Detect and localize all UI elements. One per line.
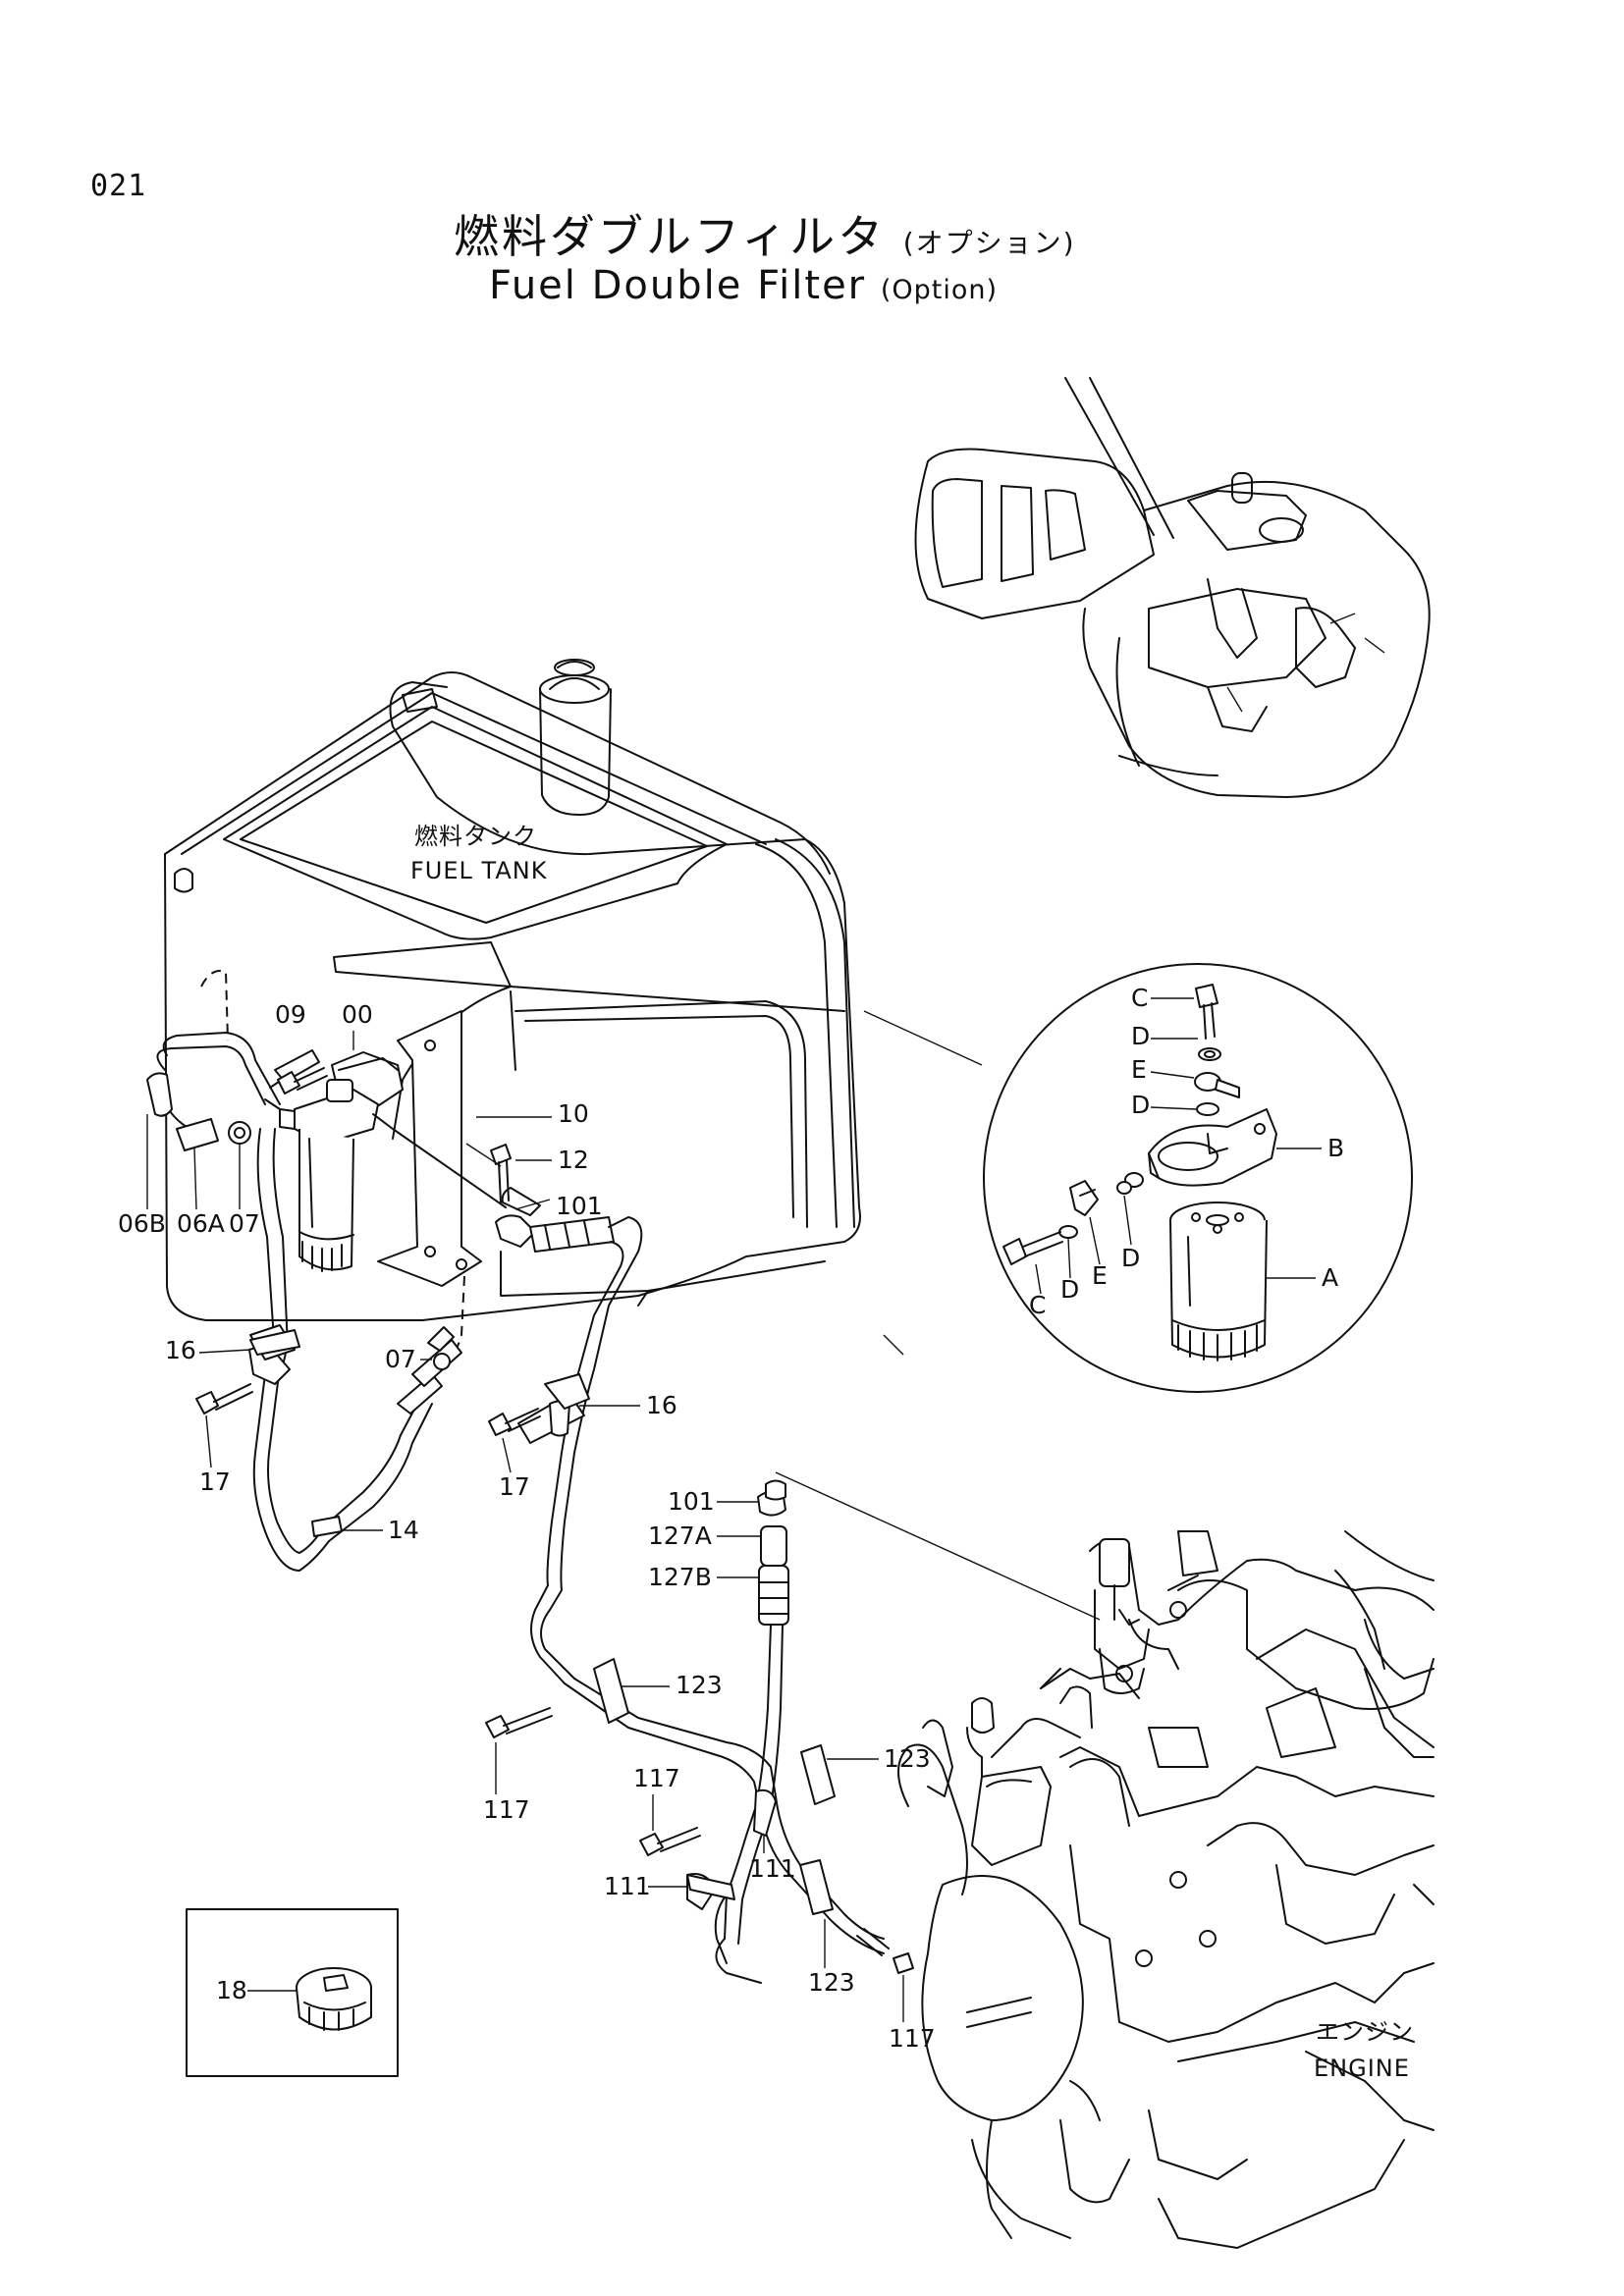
fuel-tank-label-en: FUEL TANK [410,857,548,884]
fuel-tank-label-jp: 燃料タンク [414,823,537,850]
title-jp-text: 燃料ダブルフィルタ [454,210,887,263]
callout-117-center-top: 117 [633,1764,680,1792]
bolt-117-center [639,1827,701,1856]
callout-17-left: 17 [199,1468,231,1496]
callout-14: 14 [388,1516,419,1544]
detail-callout-B: B [1327,1134,1344,1162]
part-callouts: 09 00 10 12 101 06B 06A 07 16 07 17 17 1… [118,1000,936,2053]
callout-111-left: 111 [604,1872,651,1900]
bolt-117-left [485,1707,553,1738]
callout-101-upper: 101 [556,1192,603,1220]
callout-123-upper: 123 [676,1671,723,1699]
fuel-hoses [146,1032,885,1984]
callout-16-right: 16 [646,1391,677,1419]
engine-illustration [897,1530,1435,2249]
callout-10: 10 [558,1099,589,1128]
excavator-overview-illustration [914,377,1431,798]
detail-callout-D-3: D [1121,1244,1140,1272]
bolt-09 [277,1067,328,1095]
title-jp-suffix: (オプション) [902,227,1076,259]
detail-callout-E-lower: E [1092,1261,1108,1290]
detail-callout-C-top: C [1131,984,1148,1012]
detail-callout-D-4: D [1060,1275,1079,1304]
bolt-17-left [195,1383,253,1415]
callout-127B: 127B [648,1563,712,1591]
callout-16-left: 16 [165,1336,196,1364]
callout-00: 00 [342,1000,373,1029]
inset-box-part-18 [186,1908,399,2077]
callout-06B: 06B [118,1209,166,1238]
callout-111-center: 111 [749,1854,796,1883]
page-number: 021 [90,169,147,203]
page-title-japanese: 燃料ダブルフィルタ (オプション) [454,201,1076,266]
detail-callout-E-top: E [1131,1055,1147,1084]
callout-12: 12 [558,1146,589,1174]
detail-callout-D-1: D [1131,1022,1150,1050]
callout-06A: 06A [177,1209,225,1238]
bolt-17-center [488,1408,541,1436]
callout-07-center: 07 [385,1345,416,1373]
engine-label-en: ENGINE [1314,2055,1410,2082]
callout-127A: 127A [648,1522,712,1550]
callout-123-right: 123 [884,1744,931,1773]
callout-117-right: 117 [889,2024,936,2053]
callout-18: 18 [216,1976,247,2004]
detail-circle [983,963,1413,1393]
callout-123-lower: 123 [808,1968,855,1997]
clamps-and-bolts [195,1067,914,1974]
callout-09: 09 [275,1000,306,1029]
reference-lines [465,1010,1101,1621]
filter-assembly-left [264,1010,507,1287]
callout-117-left: 117 [483,1795,530,1824]
engine-label-jp: エンジン [1316,2018,1414,2046]
page-title-english: Fuel Double Filter (Option) [489,263,998,308]
callout-17-center: 17 [499,1472,530,1501]
bolt-12 [490,1144,512,1203]
bolt-117-right [856,1928,914,1974]
title-en-text: Fuel Double Filter [489,263,867,308]
callout-07-left: 07 [229,1209,260,1238]
title-en-suffix: (Option) [880,275,999,305]
detail-callouts: C D E D B E D C D A [1029,984,1344,1319]
callout-101-lower: 101 [668,1487,715,1516]
detail-callout-D-2: D [1131,1091,1150,1119]
detail-callout-C-lower: C [1029,1291,1046,1319]
detail-callout-A: A [1322,1263,1338,1292]
